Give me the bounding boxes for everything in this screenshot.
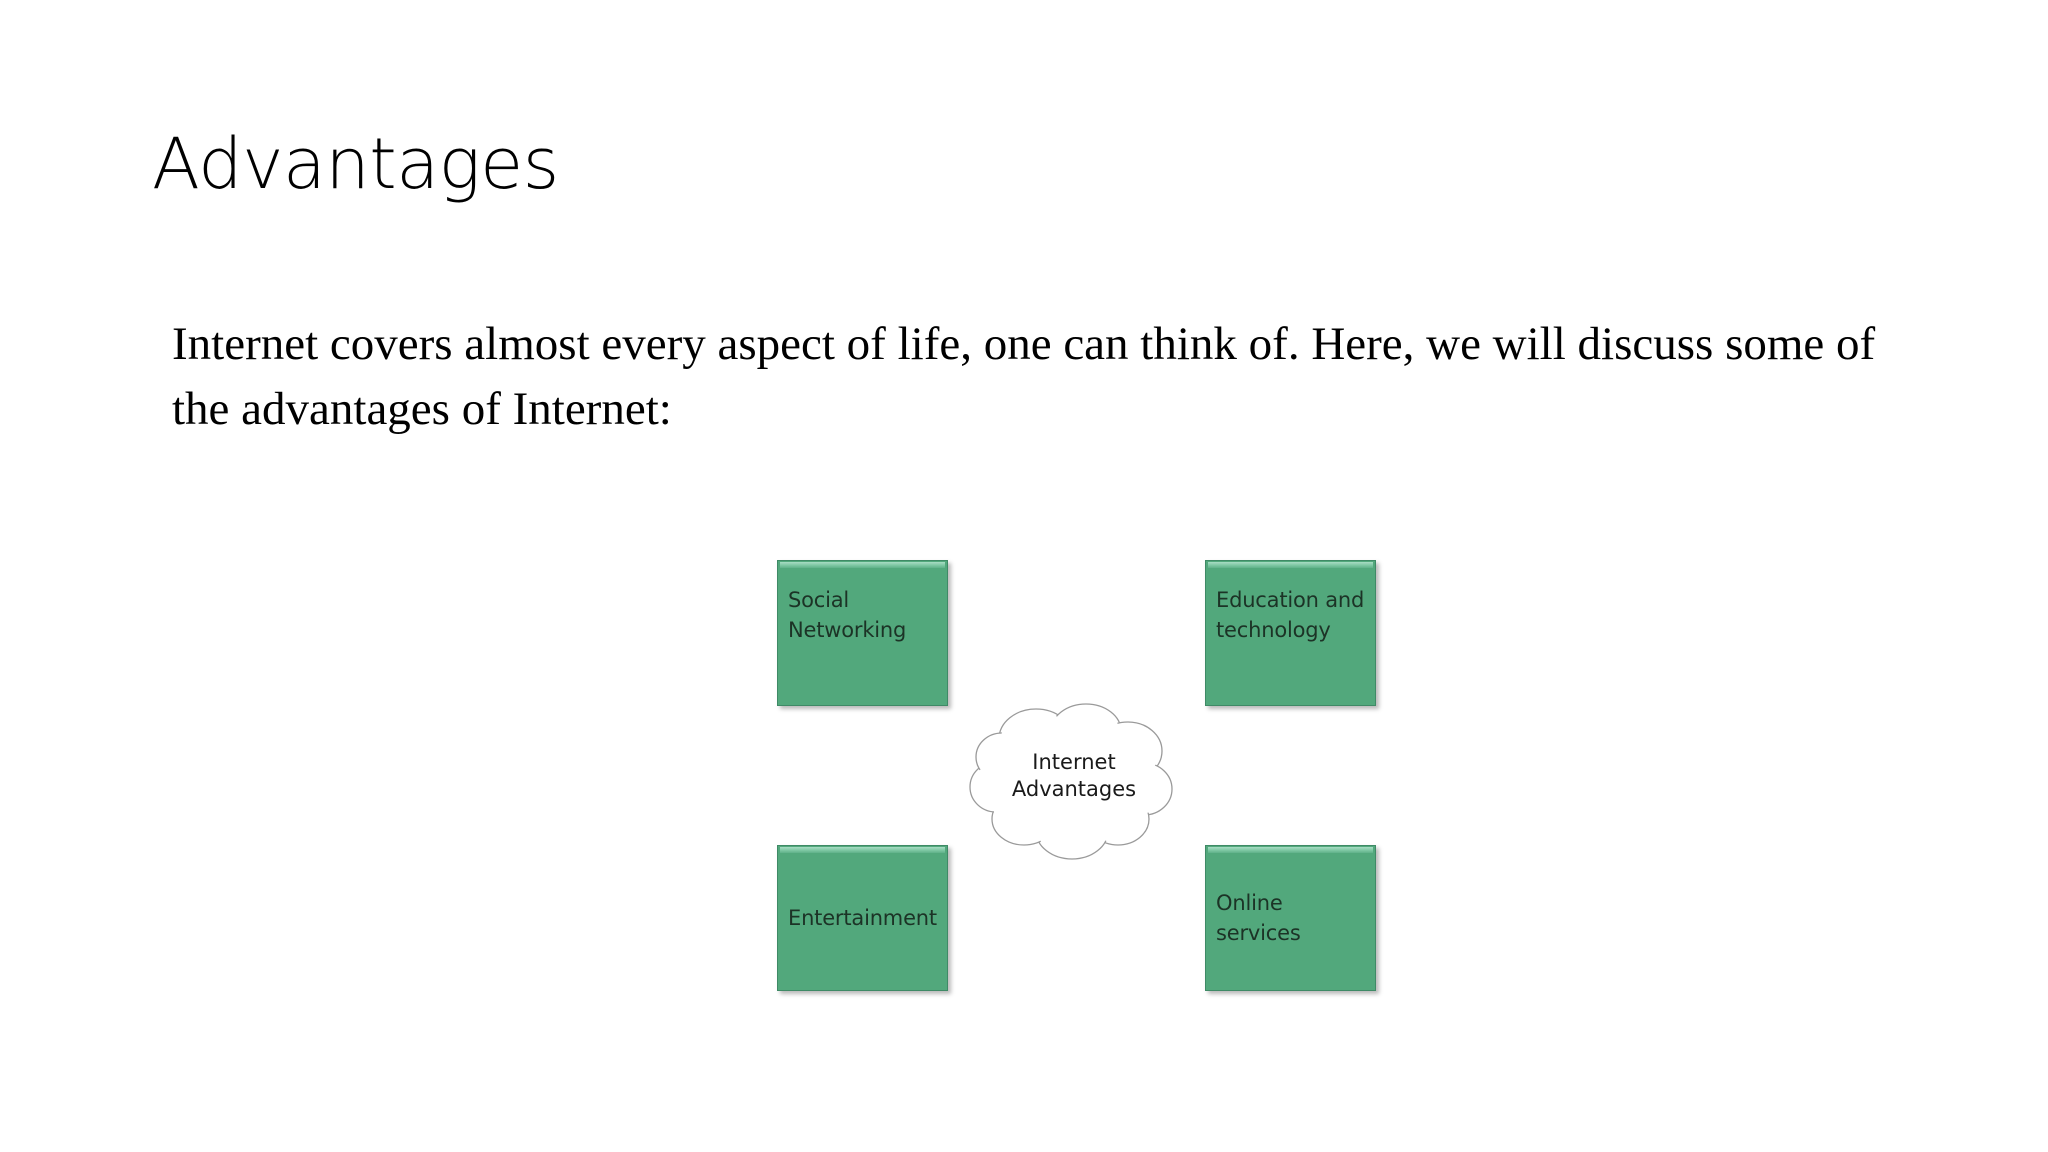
internet-advantages-diagram: Social Networking Education and technolo… xyxy=(760,540,1400,1010)
diagram-node-label-line1: Online services xyxy=(1216,891,1301,945)
diagram-node-education-and-technology[interactable]: Education and technology xyxy=(1205,560,1376,706)
diagram-node-label-line2: technology xyxy=(1216,618,1331,642)
diagram-node-label: Social Networking xyxy=(788,585,906,645)
diagram-node-label: Education and technology xyxy=(1216,585,1364,645)
diagram-node-label-line2: Networking xyxy=(788,618,907,642)
diagram-node-label: Online services xyxy=(1216,888,1367,948)
diagram-node-label-line1: Education and xyxy=(1216,588,1365,612)
diagram-node-label-line1: Social xyxy=(788,588,850,612)
cloud-icon xyxy=(969,703,1173,860)
slide-body-text: Internet covers almost every aspect of l… xyxy=(172,318,1876,435)
diagram-node-label-line1: Entertainment xyxy=(788,906,937,930)
diagram-node-entertainment[interactable]: Entertainment xyxy=(777,845,948,991)
diagram-node-social-networking[interactable]: Social Networking xyxy=(777,560,948,706)
diagram-node-label: Entertainment xyxy=(788,903,937,933)
diagram-node-online-services[interactable]: Online services xyxy=(1205,845,1376,991)
diagram-center-cloud[interactable]: Internet Advantages xyxy=(968,703,1180,866)
page-title: Advantages xyxy=(152,123,559,205)
